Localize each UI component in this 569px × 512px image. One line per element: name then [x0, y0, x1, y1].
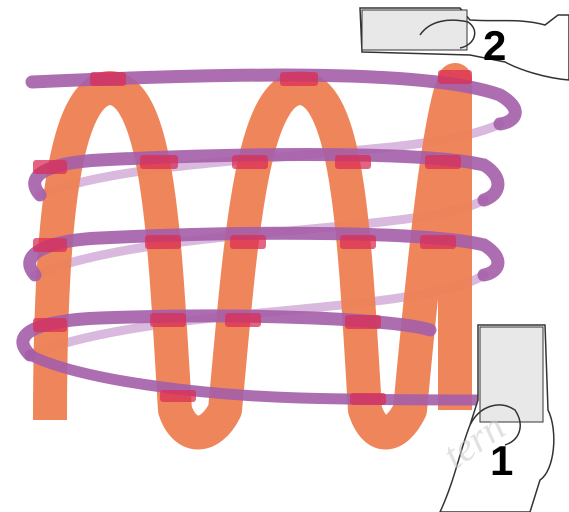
marker-label-2: 2 [483, 22, 506, 69]
overlap-mark [33, 238, 67, 252]
overlap-mark [225, 313, 261, 327]
overlap-mark [145, 235, 181, 249]
overlap-mark [232, 155, 268, 169]
overlap-mark [438, 70, 472, 84]
overlap-mark [425, 155, 461, 169]
overlap-mark [90, 72, 126, 86]
overlap-mark [150, 313, 186, 327]
overlap-mark [140, 155, 178, 169]
overlap-mark [33, 318, 67, 332]
overlap-mark [160, 390, 196, 402]
overlap-mark [350, 393, 386, 405]
overlap-mark [340, 235, 376, 249]
overlap-mark [335, 155, 371, 169]
overlap-mark [345, 315, 381, 329]
overlap-mark [420, 235, 456, 249]
overlap-mark [230, 235, 266, 249]
sample-strip [362, 10, 467, 50]
overlap-mark [33, 160, 67, 174]
overlap-mark [280, 72, 318, 86]
